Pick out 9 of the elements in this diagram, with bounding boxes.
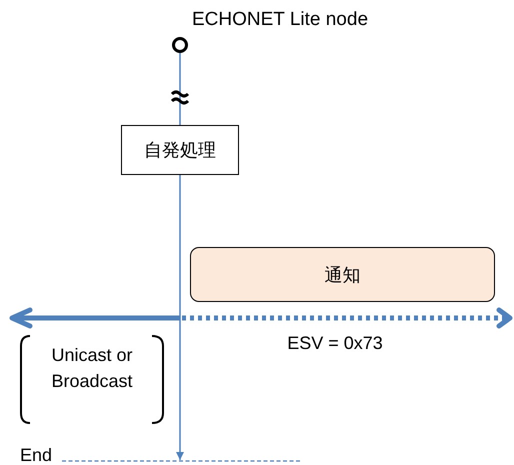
process-box: 自発処理 xyxy=(121,125,239,175)
end-label: End xyxy=(18,445,54,465)
lifeline xyxy=(179,53,181,125)
message-label: ESV = 0x73 xyxy=(286,333,384,355)
arrow xyxy=(176,175,184,460)
node-circle xyxy=(172,37,188,53)
message-box: 通知 xyxy=(190,247,495,302)
node-caption: ECHONET Lite node xyxy=(192,9,368,32)
cast-label: Unicast or Broadcast xyxy=(50,344,134,393)
